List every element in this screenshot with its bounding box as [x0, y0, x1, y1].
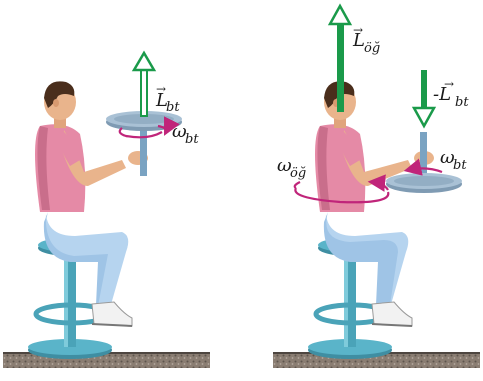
svg-text:bt: bt [455, 95, 469, 110]
wheel-momentum-label: → -L bt [433, 77, 469, 110]
left-scene: L → bt ω bt [3, 53, 210, 368]
wheel-angular-momentum-arrow [414, 70, 434, 126]
svg-text:L: L [352, 30, 365, 51]
svg-text:öğ: öğ [364, 41, 380, 56]
svg-text:bt: bt [185, 132, 199, 147]
person-momentum-label: → L öğ [352, 23, 380, 56]
svg-text:bt: bt [453, 158, 467, 173]
wheel-velocity-label: ω bt [440, 147, 467, 173]
angular-velocity-label-left: ω bt [172, 121, 199, 147]
person-velocity-label: ω öğ [277, 155, 306, 181]
angular-momentum-arrow-left [134, 53, 154, 116]
svg-text:-L: -L [433, 84, 451, 105]
svg-text:bt: bt [166, 100, 180, 115]
svg-text:öğ: öğ [290, 166, 306, 181]
momentum-label-left: L → bt [155, 82, 180, 115]
svg-text:→: → [156, 82, 166, 96]
person-right [315, 81, 434, 326]
right-scene: → L öğ → -L bt ω öğ ω bt [273, 6, 480, 368]
